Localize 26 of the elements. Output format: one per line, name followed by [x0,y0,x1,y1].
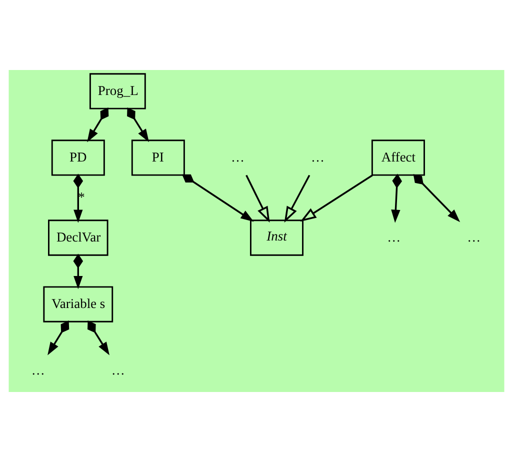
node-box: PI [131,140,185,176]
node-box: Variable s [43,286,114,322]
node-text: … [31,362,45,378]
arrow [246,174,270,223]
node-box: Affect [371,140,425,176]
arrow [73,174,84,223]
node-text: … [467,229,481,244]
edge-label: * [78,189,85,204]
node-text: … [310,149,324,164]
node-text: … [230,149,244,164]
arrow [88,320,110,356]
arrow [391,174,402,223]
node-box: PD [51,140,105,176]
arrow [73,254,84,290]
arrow [300,174,373,222]
node-box: Inst [250,220,304,256]
node-text: … [111,362,125,378]
node-box: Prog_L [89,73,146,110]
arrow [48,320,70,356]
arrow [127,107,150,142]
node-box: DeclVar [48,220,108,256]
node-text: … [387,229,401,244]
arrow [182,174,254,222]
arrow [87,107,109,142]
arrow [413,174,460,222]
arrow [284,174,310,223]
